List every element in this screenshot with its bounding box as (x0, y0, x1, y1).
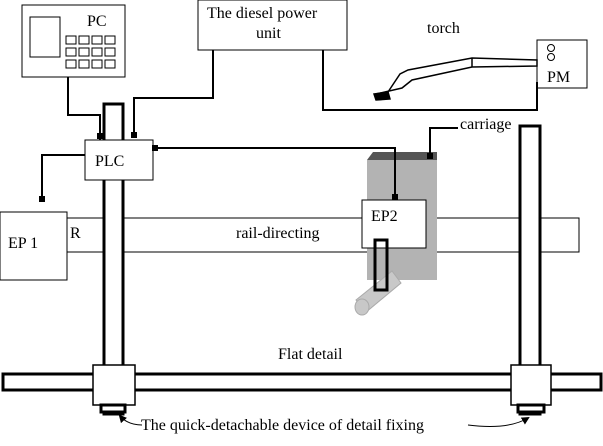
plc-label: PLC (95, 153, 124, 170)
rail-r-label: R (70, 225, 81, 242)
fixing-foot-left (99, 403, 127, 414)
diesel-label-line1: The diesel power (207, 5, 318, 22)
bottom-beam (1, 372, 603, 392)
flat-detail-label: Flat detail (278, 346, 343, 363)
left-column (102, 102, 125, 416)
fixing-block-left (92, 364, 136, 406)
pm-box (536, 39, 588, 89)
arrow-right-fixing (467, 416, 530, 427)
torch-icon (373, 57, 538, 101)
wire-terminals (39, 132, 433, 202)
wiring (41, 50, 538, 198)
fixing-device-label: The quick-detachable device of detail fi… (141, 417, 424, 434)
carriage-label: carriage (460, 116, 512, 133)
pm-dial-top (547, 44, 555, 52)
torch-tip-cylinder (354, 270, 402, 316)
pm-label: PM (547, 69, 570, 86)
ep2-label: EP2 (371, 208, 398, 225)
torch-label: torch (427, 20, 460, 37)
pc-label: PC (87, 13, 107, 30)
right-column (518, 124, 542, 416)
plc-box (84, 139, 154, 181)
rail-directing-band (66, 217, 580, 253)
ep2-box (361, 199, 427, 249)
ep2-torch-holder (373, 238, 389, 292)
pc-monitor (21, 4, 126, 78)
ep1-label: EP 1 (8, 235, 38, 252)
pc-keypad (65, 35, 116, 69)
fixing-block-right (510, 364, 552, 406)
carriage-top-face (367, 152, 437, 160)
ep1-box (0, 211, 68, 281)
fixing-foot-right (516, 403, 546, 414)
rail-directing-label: rail-directing (236, 225, 320, 242)
pm-dial-bottom (547, 53, 555, 61)
diesel-power-unit-box (197, 0, 348, 51)
arrow-left-fixing (118, 414, 143, 426)
diesel-label-line2: unit (256, 25, 281, 42)
